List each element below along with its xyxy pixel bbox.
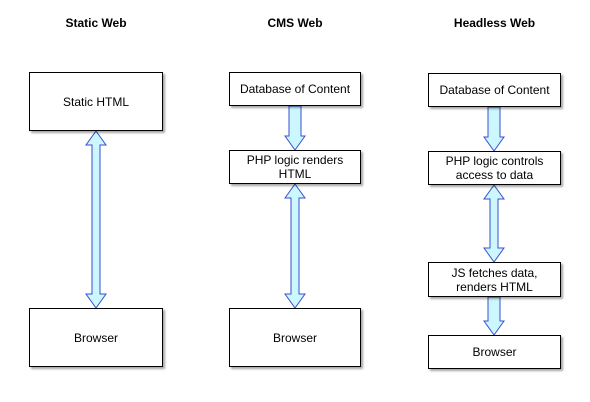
cms-browser-box: Browser [229,308,361,367]
headless-database-label: Database of Content [439,83,550,97]
arrow-cms-db-php [284,105,306,151]
headless-php-box: PHP logic controls access to data [428,151,561,185]
arrow-headless-php-js [483,184,505,263]
arrow-headless-db-php [483,106,505,152]
headless-js-label: JS fetches data, renders HTML [451,265,538,294]
heading-static-web: Static Web [65,16,127,30]
cms-database-box: Database of Content [229,72,361,106]
headless-php-label: PHP logic controls access to data [445,154,544,182]
headless-database-box: Database of Content [428,73,561,107]
static-html-label: Static HTML [62,94,129,109]
arrow-cms-php-browser [284,183,306,309]
headless-browser-label: Browser [472,345,517,359]
cms-browser-label: Browser [272,330,317,345]
static-browser-box: Browser [29,308,163,367]
cms-php-label: PHP logic renders HTML [246,153,344,181]
static-html-box: Static HTML [29,72,163,131]
heading-cms-web: CMS Web [267,16,323,30]
arrow-headless-js-browser [483,296,505,336]
arrow-static-html-browser [85,130,107,309]
cms-php-box: PHP logic renders HTML [229,150,361,184]
static-browser-label: Browser [73,330,118,345]
heading-headless-web: Headless Web [453,16,536,30]
cms-database-label: Database of Content [239,82,351,96]
headless-browser-box: Browser [428,335,561,369]
headless-js-box: JS fetches data, renders HTML [428,262,561,297]
